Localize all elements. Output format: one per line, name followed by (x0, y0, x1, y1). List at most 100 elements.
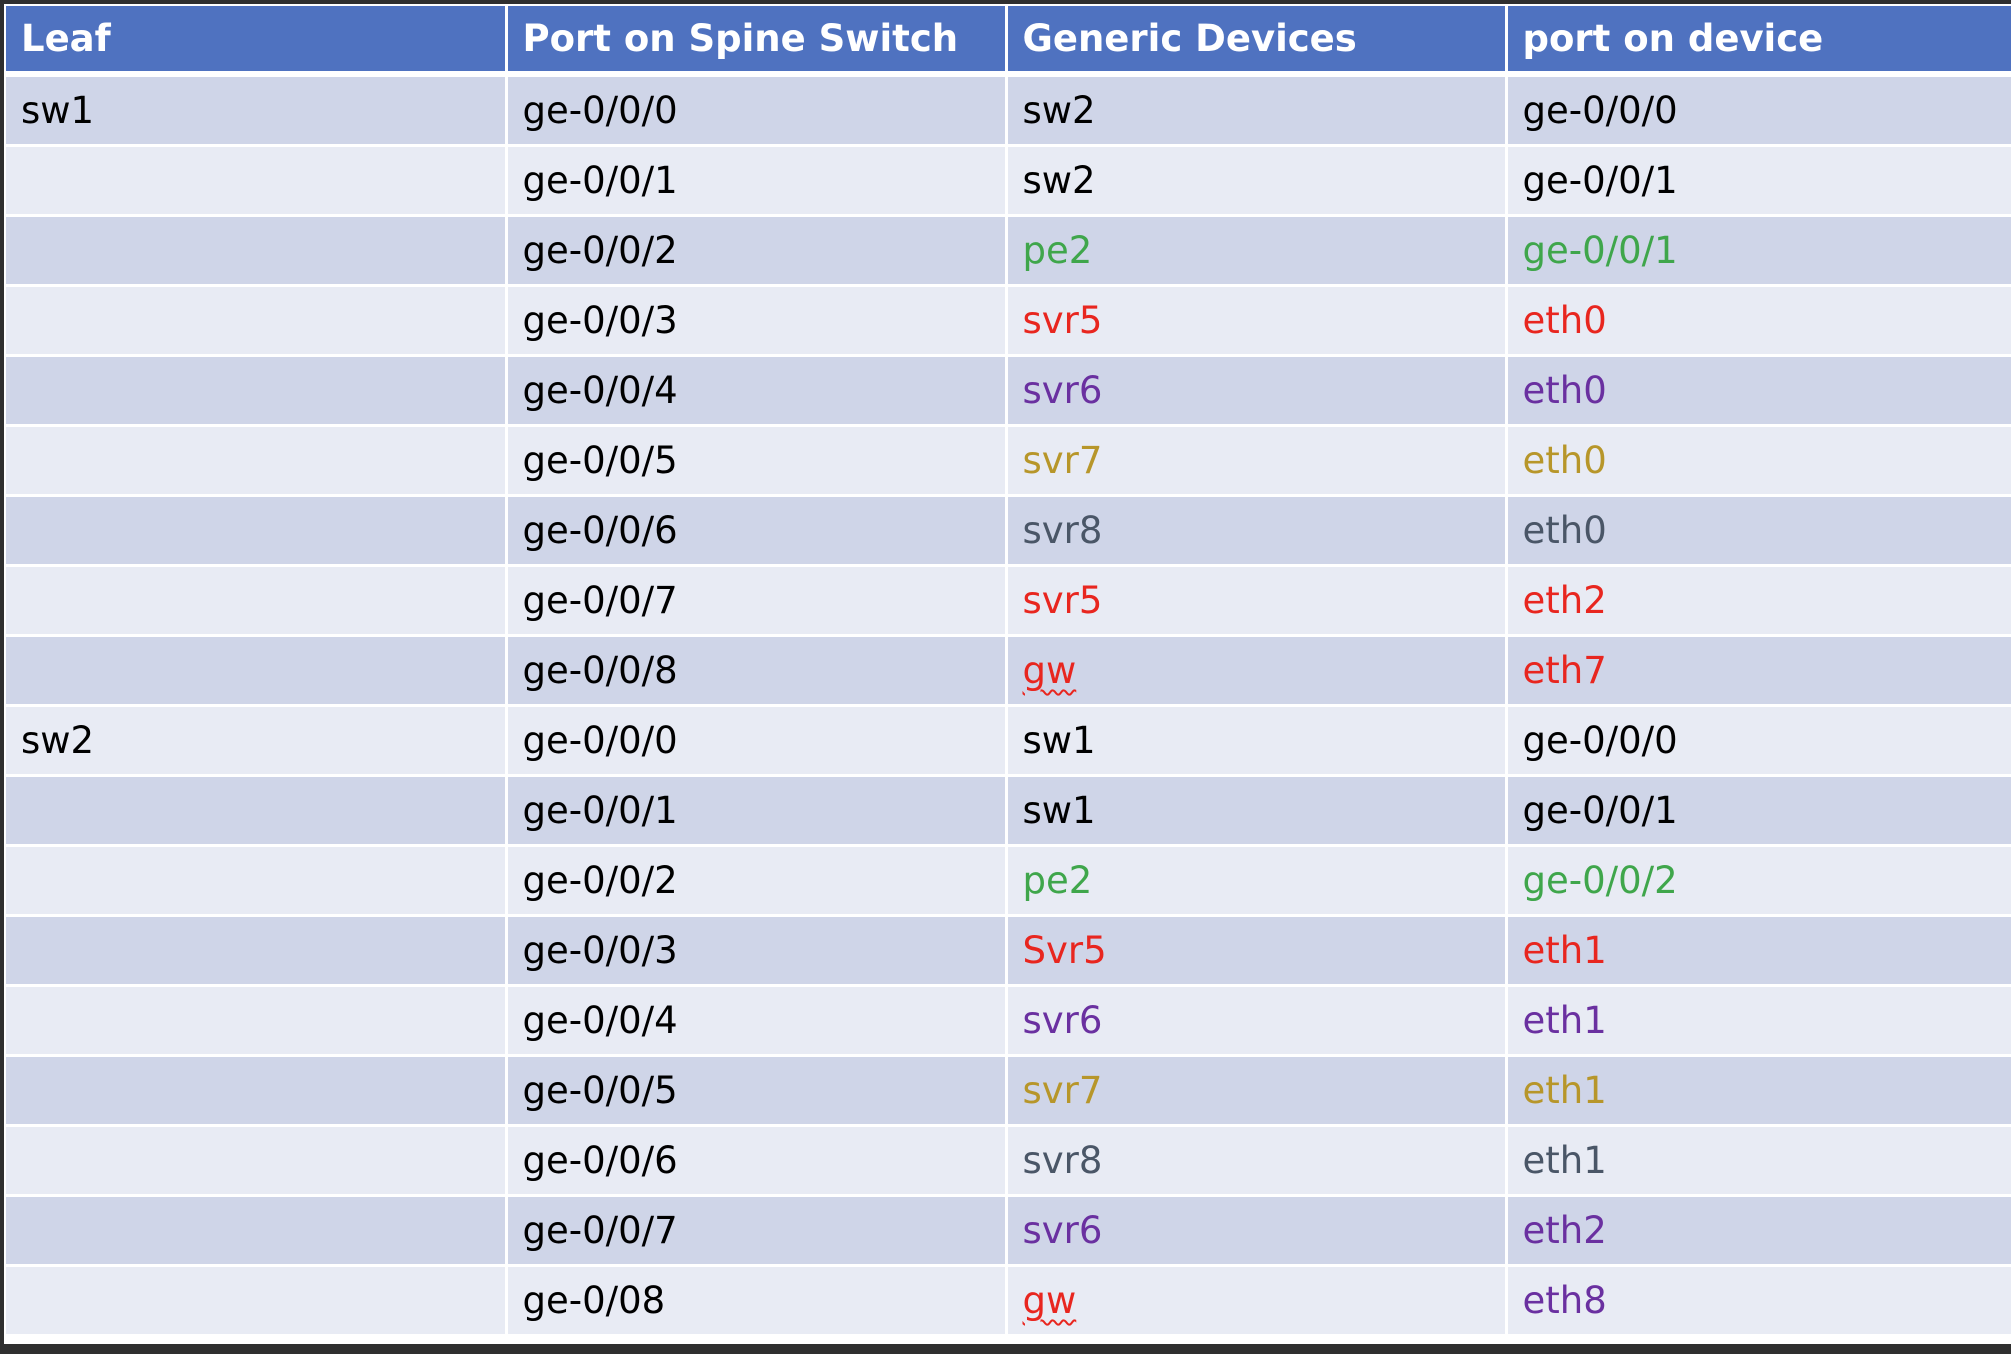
cell-leaf (6, 1195, 508, 1267)
cell-spine-port: ge-0/0/1 (506, 775, 1008, 847)
cell-device-port: ge-0/0/0 (1506, 705, 2011, 777)
cell-spine-port-text: ge-0/0/6 (522, 509, 678, 552)
slide: Leaf Port on Spine Switch Generic Device… (4, 4, 2011, 1344)
cell-device-port: eth1 (1506, 1055, 2011, 1127)
cell-device: svr8 (1006, 1125, 1508, 1197)
cell-device-text: pe2 (1022, 229, 1093, 272)
cell-device-text: svr7 (1022, 1069, 1103, 1112)
cell-device: svr5 (1006, 285, 1508, 357)
cell-spine-port-text: ge-0/0/7 (522, 1209, 678, 1252)
cell-device-text: svr6 (1022, 1209, 1103, 1252)
cell-spine-port: ge-0/0/0 (506, 74, 1008, 147)
cell-device-port-text: eth2 (1522, 1209, 1607, 1252)
cell-device-text: sw2 (1022, 159, 1096, 202)
table-row: ge-0/0/2 pe2 ge-0/0/2 (6, 845, 2011, 917)
table-row: ge-0/0/1 sw1 ge-0/0/1 (6, 775, 2011, 847)
cell-spine-port: ge-0/0/7 (506, 565, 1008, 637)
cell-spine-port-text: ge-0/0/5 (522, 1069, 678, 1112)
cell-device-port-text: ge-0/0/1 (1522, 229, 1678, 272)
cell-spine-port-text: ge-0/0/4 (522, 369, 678, 412)
cell-device-port-text: eth1 (1522, 999, 1607, 1042)
cell-spine-port: ge-0/0/2 (506, 845, 1008, 917)
cell-spine-port: ge-0/0/5 (506, 1055, 1008, 1127)
cell-spine-port: ge-0/0/7 (506, 1195, 1008, 1267)
cell-device: Svr5 (1006, 915, 1508, 987)
cell-spine-port-text: ge-0/0/2 (522, 859, 678, 902)
cell-device-port: eth2 (1506, 1195, 2011, 1267)
cell-device-text: gw (1022, 1279, 1077, 1322)
table-row: ge-0/0/7 svr6 eth2 (6, 1195, 2011, 1267)
cell-device: sw2 (1006, 74, 1508, 147)
cell-spine-port-text: ge-0/0/1 (522, 789, 678, 832)
cell-spine-port: ge-0/0/4 (506, 355, 1008, 427)
cell-device-port-text: eth0 (1522, 509, 1607, 552)
cell-leaf (6, 1265, 508, 1337)
cell-device: sw1 (1006, 775, 1508, 847)
cell-leaf (6, 145, 508, 217)
cell-spine-port-text: ge-0/0/0 (522, 719, 678, 762)
bottom-bar (0, 1344, 2011, 1354)
cell-leaf: sw2 (6, 705, 508, 777)
table-row: ge-0/0/5 svr7 eth1 (6, 1055, 2011, 1127)
cell-spine-port: ge-0/0/1 (506, 145, 1008, 217)
cell-device-port: eth7 (1506, 635, 2011, 707)
cell-device-port-text: eth0 (1522, 369, 1607, 412)
cell-device: pe2 (1006, 845, 1508, 917)
cell-device: svr6 (1006, 985, 1508, 1057)
cell-leaf-text: sw1 (21, 89, 95, 132)
table-row: ge-0/0/6 svr8 eth1 (6, 1125, 2011, 1197)
cell-device-text: sw2 (1022, 89, 1096, 132)
cell-spine-port-text: ge-0/0/1 (522, 159, 678, 202)
cell-device: gw (1006, 635, 1508, 707)
cell-leaf (6, 285, 508, 357)
cell-device-text: pe2 (1022, 859, 1093, 902)
cell-leaf (6, 775, 508, 847)
cell-device-port-text: ge-0/0/1 (1522, 789, 1678, 832)
cell-device-port-text: eth0 (1522, 299, 1607, 342)
cell-device-port-text: ge-0/0/2 (1522, 859, 1678, 902)
cell-device-port: eth1 (1506, 1125, 2011, 1197)
cell-spine-port-text: ge-0/0/6 (522, 1139, 678, 1182)
cell-device-port-text: ge-0/0/1 (1522, 159, 1678, 202)
cell-spine-port: ge-0/0/3 (506, 915, 1008, 987)
cell-device-port: eth0 (1506, 425, 2011, 497)
cell-spine-port-text: ge-0/0/7 (522, 579, 678, 622)
cell-device-port-text: eth1 (1522, 1139, 1607, 1182)
cell-leaf (6, 565, 508, 637)
cell-device-text: svr8 (1022, 1139, 1103, 1182)
cell-device: svr6 (1006, 355, 1508, 427)
cell-spine-port-text: ge-0/0/5 (522, 439, 678, 482)
cell-device: svr6 (1006, 1195, 1508, 1267)
cell-spine-port-text: ge-0/0/0 (522, 89, 678, 132)
cell-device-text: svr6 (1022, 999, 1103, 1042)
cell-device-port: eth2 (1506, 565, 2011, 637)
cell-leaf (6, 1055, 508, 1127)
cell-spine-port-text: ge-0/0/4 (522, 999, 678, 1042)
table-row: ge-0/0/4 svr6 eth0 (6, 355, 2011, 427)
cell-spine-port: ge-0/0/6 (506, 495, 1008, 567)
header-device-port: port on device (1506, 6, 2011, 77)
cell-spine-port: ge-0/0/2 (506, 215, 1008, 287)
cell-device-text: svr5 (1022, 299, 1103, 342)
cell-device-port-text: eth8 (1522, 1279, 1607, 1322)
cell-device-port: eth1 (1506, 985, 2011, 1057)
cell-device-port-text: eth2 (1522, 579, 1607, 622)
header-spine-port: Port on Spine Switch (506, 6, 1008, 77)
cell-spine-port: ge-0/0/6 (506, 1125, 1008, 1197)
cell-device-port: eth0 (1506, 355, 2011, 427)
cell-device-port: eth1 (1506, 915, 2011, 987)
cell-leaf (6, 215, 508, 287)
cell-device-port: ge-0/0/1 (1506, 145, 2011, 217)
cell-spine-port-text: ge-0/0/8 (522, 649, 678, 692)
cell-device: sw1 (1006, 705, 1508, 777)
cell-device-port-text: eth7 (1522, 649, 1607, 692)
cell-device-text: svr8 (1022, 509, 1103, 552)
cell-device-port: ge-0/0/2 (1506, 845, 2011, 917)
cell-spine-port-text: ge-0/0/3 (522, 299, 678, 342)
